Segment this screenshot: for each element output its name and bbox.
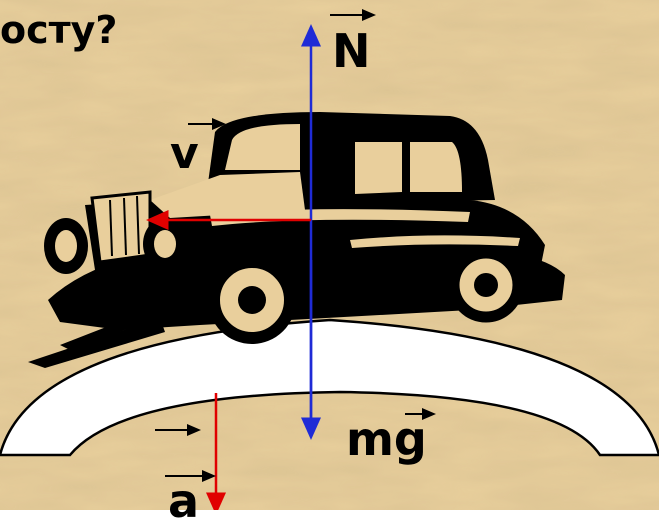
question-title: осту? [0, 8, 118, 52]
vintage-car-icon [28, 112, 565, 368]
gravity-label: mg [346, 412, 427, 466]
acceleration-label: a [168, 474, 200, 528]
normal-force-label: N [332, 24, 371, 78]
diagram-canvas [0, 0, 659, 510]
velocity-label: v [170, 128, 199, 179]
